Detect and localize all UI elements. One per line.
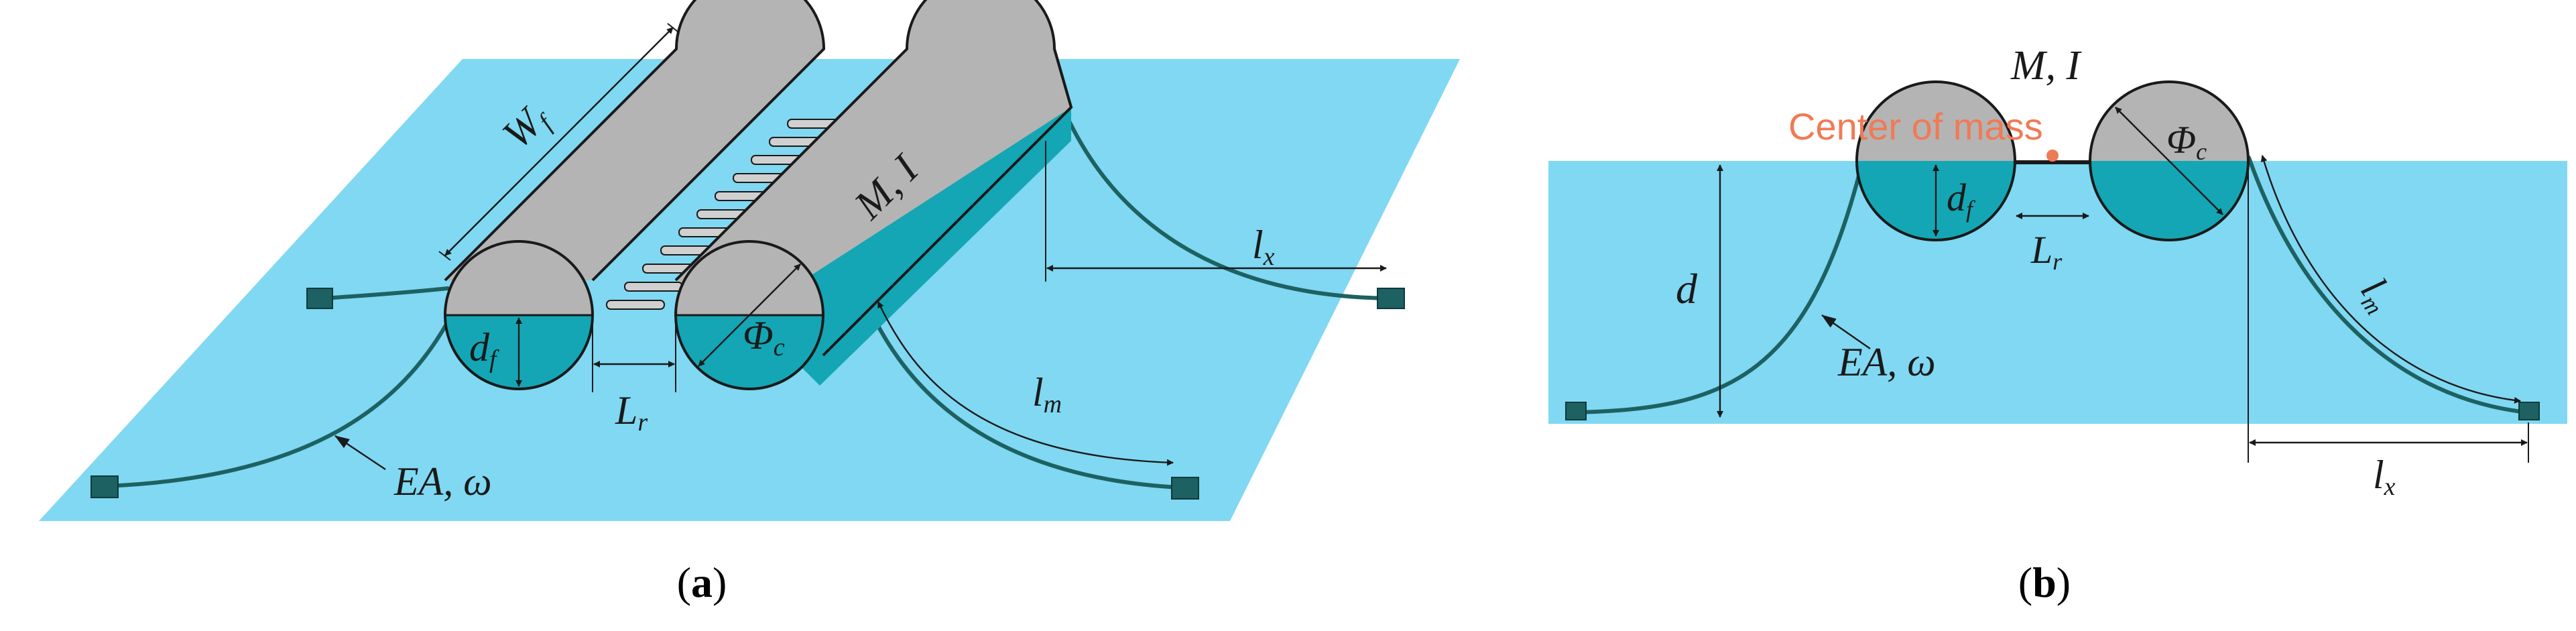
Wf-dimension-line <box>444 27 674 256</box>
lm-label: lm <box>1032 370 1062 418</box>
Phic-label: Φc <box>743 313 785 361</box>
cylinder-body-submerged <box>749 107 1071 386</box>
float-outline <box>1855 80 2016 241</box>
anchor-block <box>1377 288 1405 309</box>
d-label: d <box>1676 265 1698 312</box>
connecting-rod <box>606 300 665 310</box>
Phic-label: Φc <box>2166 118 2207 165</box>
anchor-block <box>1171 477 1199 500</box>
cylinder-body-edge <box>822 48 1073 357</box>
panel-b-dimensions <box>1717 107 2529 463</box>
anchor-block <box>90 475 119 498</box>
anchor-block <box>306 288 333 309</box>
Phic-dimension-line <box>698 264 801 367</box>
mooring-line-front-left <box>104 320 450 488</box>
Lr-label: Lr <box>2030 228 2063 275</box>
water-section <box>1548 161 2567 424</box>
float-dry-part <box>1857 82 2015 161</box>
MI-label: M, I <box>2010 43 2083 89</box>
Lr-label: Lr <box>615 388 648 437</box>
mooring-line-left <box>1573 156 1865 414</box>
anchors <box>90 288 1405 500</box>
mooring-line-back-right <box>1064 112 1390 300</box>
lm-dimension-arc <box>2260 155 2521 404</box>
panel-b-labels: M, I Center of mass d df Lr Φc lm lx EA,… <box>1676 43 2396 501</box>
panel-a: Wf M, I df Lr Φc lx lm EA, ω (a) <box>39 0 1460 606</box>
EA-label: EA, ω <box>1837 340 1936 384</box>
panel-b-caption: (b) <box>2018 559 2071 606</box>
lx-label: lx <box>2373 453 2396 501</box>
EA-pointer-arrow <box>334 435 386 470</box>
EA-label: EA, ω <box>393 459 492 504</box>
Phic-dimension-line <box>2115 107 2223 215</box>
lm-dimension-arc <box>877 301 1174 466</box>
panel-a-dimensions <box>334 23 1387 470</box>
anchor-block <box>1565 402 1587 420</box>
anchor-block <box>2518 402 2540 420</box>
panel-a-caption: (a) <box>677 559 727 606</box>
connecting-rod <box>624 282 683 292</box>
mooring-line-back-left <box>320 286 450 300</box>
center-of-mass-label: Center of mass <box>1788 105 2043 148</box>
cylinder-end-dry <box>445 241 593 315</box>
center-of-mass-dot <box>2046 150 2059 162</box>
EA-pointer-arrow <box>1821 314 1871 349</box>
lx-label: lx <box>1252 223 1275 271</box>
panel-b: M, I Center of mass d df Lr Φc lm lx EA,… <box>1548 43 2567 606</box>
